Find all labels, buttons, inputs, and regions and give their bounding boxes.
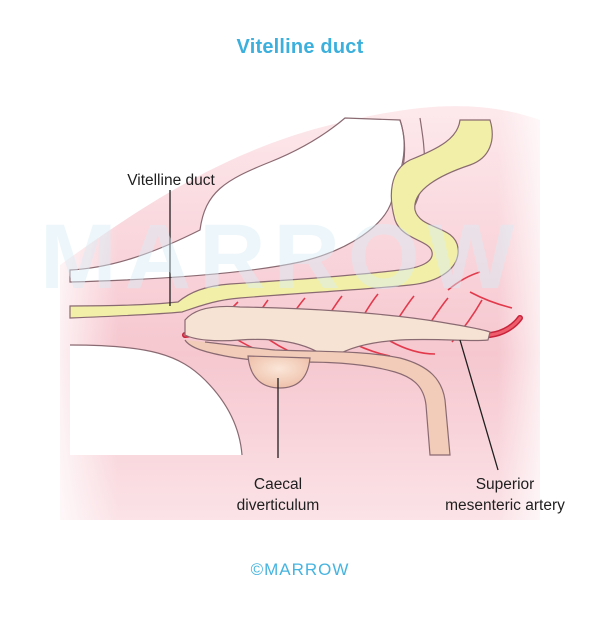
vitelline-duct	[69, 119, 493, 319]
label-caecal-diverticulum: Caecal diverticulum	[218, 474, 338, 516]
label-caecal-line1: Caecal	[253, 476, 303, 493]
label-vitelline-duct: Vitelline duct	[127, 172, 215, 189]
diagram-title: Vitelline duct	[236, 36, 364, 58]
pointer-lines	[169, 190, 499, 471]
label-sma-line2: mesenteric artery	[445, 497, 565, 514]
label-caecal-line2: diverticulum	[236, 497, 320, 514]
lower-membrane	[69, 344, 243, 456]
marrow-logo: ©MARROW	[250, 560, 350, 579]
pointer-superior-mesenteric-artery	[459, 339, 499, 471]
caecal-diverticulum	[247, 355, 311, 389]
label-superior-mesenteric-artery: Superior mesenteric artery	[420, 474, 590, 516]
midgut-loop	[184, 305, 491, 456]
label-sma-line1: Superior	[475, 476, 535, 493]
